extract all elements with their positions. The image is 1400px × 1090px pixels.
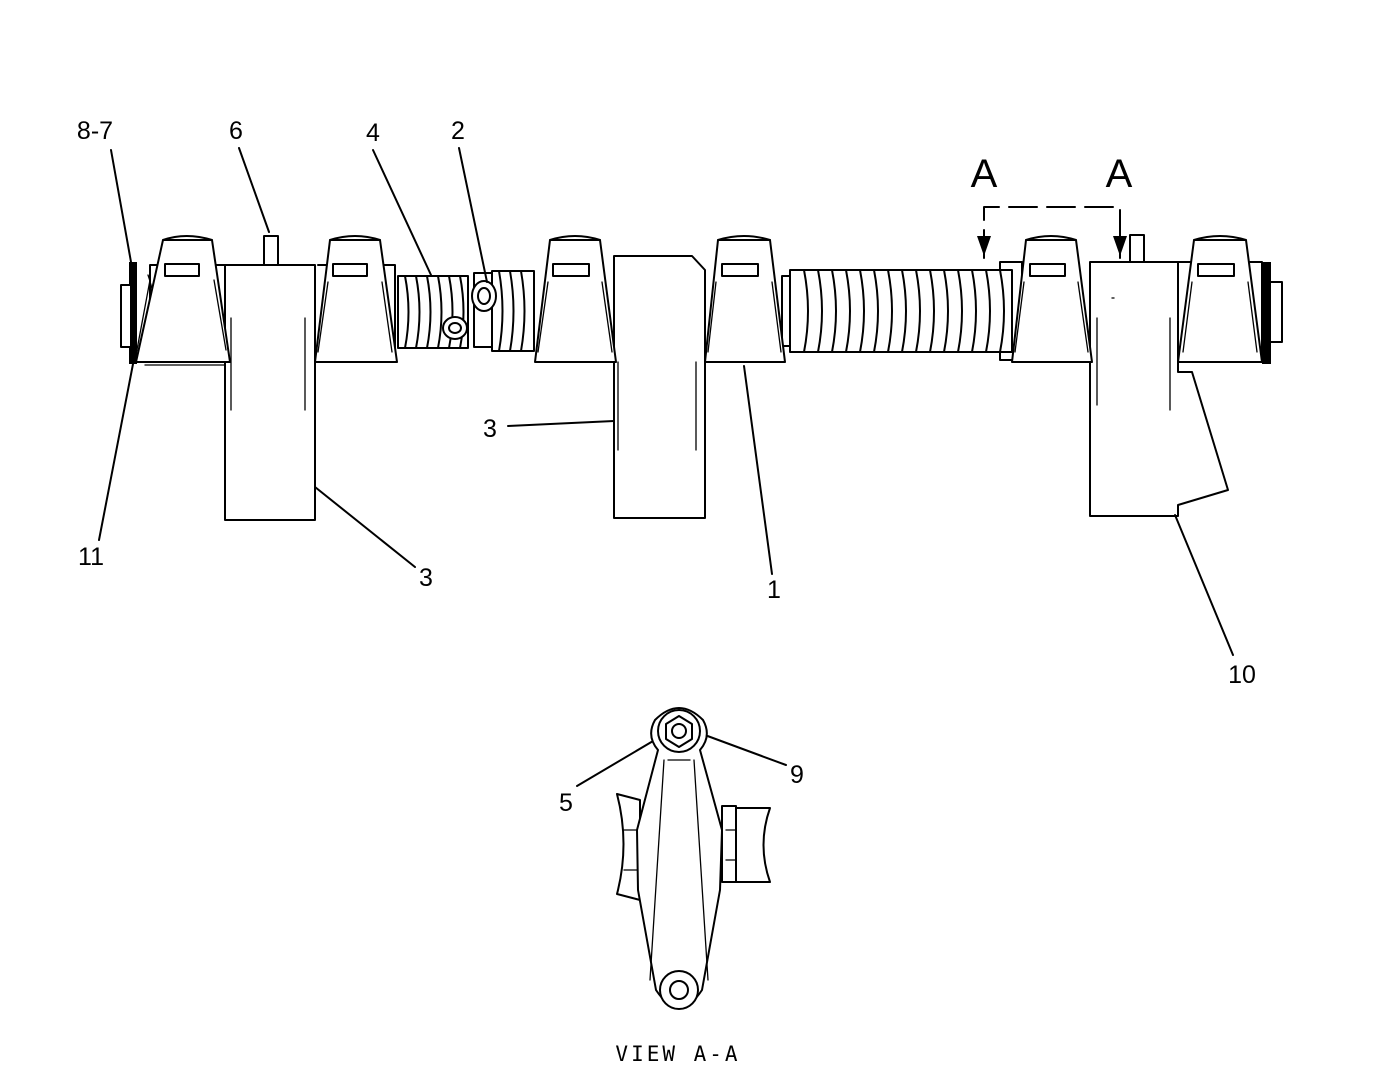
- rocker-shaft-assembly: [120, 234, 1283, 521]
- callout-8-7: 8-7: [77, 117, 113, 145]
- section-cut-marker: A A: [971, 152, 1133, 259]
- dowel-pin-right: [1129, 234, 1145, 263]
- support-right: [1089, 261, 1229, 517]
- callout-6: 6: [229, 117, 243, 145]
- spring-right: [789, 269, 1013, 353]
- callout-10: 10: [1228, 661, 1256, 689]
- adjusting-screw-nut: [657, 709, 701, 753]
- callout-1: 1: [767, 576, 781, 604]
- rocker-arm-6: [1177, 235, 1263, 363]
- rocker-arm-3: [534, 235, 617, 363]
- rocker-arm-4: [704, 235, 786, 363]
- callout-5: 5: [559, 789, 573, 817]
- dowel-pin: [263, 235, 279, 266]
- callout-11: 11: [78, 543, 104, 571]
- end-cap-right: [1262, 262, 1283, 364]
- callout-4: 4: [366, 119, 380, 147]
- support-center: [613, 255, 706, 519]
- roller-end: [659, 970, 699, 1010]
- callout-3-center: 3: [483, 415, 497, 443]
- rocker-arm-1: [135, 235, 231, 363]
- leader-lines: [98, 147, 1234, 787]
- shaft-section-right: [721, 805, 771, 883]
- rocker-arm-end-view: [636, 707, 723, 1009]
- retaining-rings: [442, 280, 497, 340]
- support-left: [224, 264, 316, 521]
- callout-labels: 8-7 6 4 2 11 3 3 1 10 5 9: [77, 117, 1256, 817]
- callout-9: 9: [790, 761, 804, 789]
- view-a-a: VIEW A-A: [615, 707, 771, 1066]
- callout-3-left: 3: [419, 564, 433, 592]
- section-mark-left: A: [971, 152, 998, 196]
- rocker-arm-5: [1011, 235, 1093, 363]
- rocker-arm-2: [314, 235, 398, 363]
- section-mark-right: A: [1106, 152, 1133, 196]
- view-caption: VIEW A-A: [615, 1042, 740, 1066]
- callout-2: 2: [451, 117, 465, 145]
- spring-center: [491, 270, 535, 352]
